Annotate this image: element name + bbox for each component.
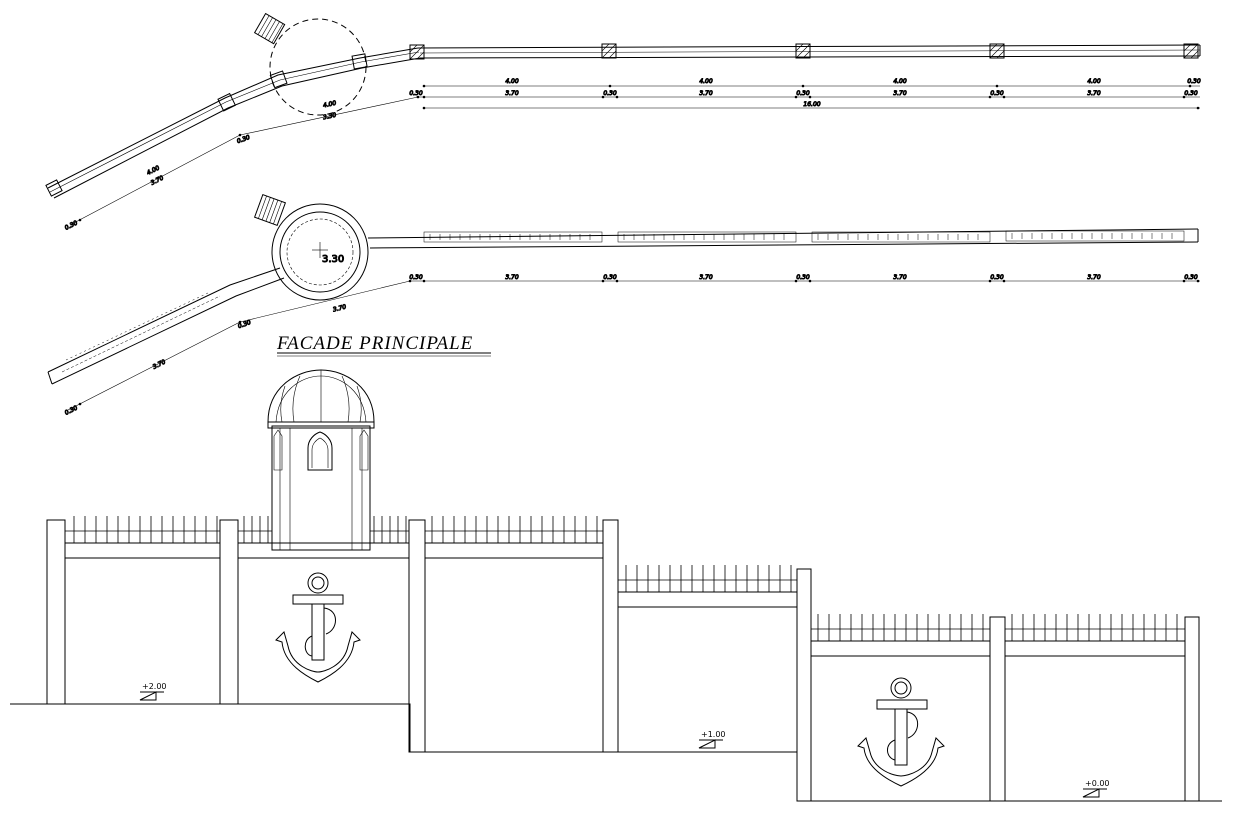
plan-top-diagonal-wall	[47, 47, 421, 199]
plan-bottom-dim-labels: 0.30 3.70 0.30 3.70 0.30 3.70 0.30 3.70 …	[63, 274, 1198, 418]
anchor-icon	[275, 572, 361, 683]
level-label: +1.00	[701, 730, 726, 739]
dim-label: 3.70	[505, 90, 519, 97]
dim-label: 3.30	[322, 112, 337, 122]
dim-label: 0.30	[1187, 78, 1201, 85]
level-marker: +0.00	[1082, 779, 1110, 798]
plan-bottom-tower-outer	[271, 203, 369, 301]
elevation: +2.00 +1.00 +0.00	[10, 369, 1222, 802]
dim-label: 0.30	[990, 90, 1004, 97]
dim-label: 0.30	[796, 90, 810, 97]
wall-section-2	[237, 369, 426, 753]
plan-top-dim-labels: 4.00 4.00 4.00 4.00 0.30 0.30 3.70 0.30 …	[63, 78, 1201, 233]
drawing-title: FACADE PRINCIPALE	[276, 333, 473, 354]
dim-label: 3.70	[1087, 90, 1101, 97]
level-marker: +1.00	[698, 730, 726, 749]
plan-top: 4.00 4.00 4.00 4.00 0.30 0.30 3.70 0.30 …	[45, 12, 1201, 233]
wall-section-6	[1004, 614, 1200, 802]
plan-bottom: 3.30 0.30 3.70 0.30 3.70 0.30 3.70 0.30 …	[47, 193, 1200, 418]
dim-label: 0.30	[409, 274, 423, 281]
guard-tower	[267, 369, 375, 551]
dim-label: 3.70	[699, 90, 713, 97]
dim-label: 3.70	[1087, 274, 1101, 281]
dim-label: 0.30	[990, 274, 1004, 281]
dim-label: 0.30	[1184, 274, 1198, 281]
level-marker: +2.00	[139, 682, 167, 701]
dim-label: 0.30	[603, 274, 617, 281]
tower-arched-window	[307, 431, 333, 471]
dim-label-total: 16.00	[803, 101, 820, 108]
plan-top-pillars	[45, 43, 1199, 197]
dim-label: 0.30	[796, 274, 810, 281]
plan-bottom-stair	[253, 193, 287, 227]
plan-bottom-diagonal-wall	[47, 267, 285, 385]
dim-label: 0.30	[237, 319, 252, 330]
plan-bottom-straight-wall	[367, 228, 1199, 239]
level-label: +0.00	[1085, 779, 1110, 788]
dim-label: 3.70	[893, 274, 907, 281]
fence-railing	[65, 516, 220, 543]
dim-label: 4.00	[699, 78, 713, 85]
plan-top-tower-circle	[269, 18, 367, 116]
wall-section-1	[46, 516, 239, 705]
wall-section-5	[810, 614, 1006, 802]
dim-label: 3.70	[505, 274, 519, 281]
plan-top-stair	[253, 12, 286, 45]
dim-label: 0.30	[64, 404, 79, 416]
level-label: +2.00	[142, 682, 167, 691]
dim-label: 0.30	[1184, 90, 1198, 97]
plan-top-straight-wall	[417, 44, 1201, 49]
tower-diameter-label: 3.30	[322, 254, 344, 265]
dim-label: 0.30	[409, 90, 423, 97]
dim-label: 3.70	[332, 303, 347, 313]
dim-label: 0.30	[603, 90, 617, 97]
anchor-icon	[857, 677, 945, 787]
dim-label: 3.70	[893, 90, 907, 97]
wall-section-3	[424, 516, 619, 753]
dim-label: 4.00	[1087, 78, 1101, 85]
wall-section-4	[617, 565, 812, 802]
dim-label: 4.00	[322, 100, 337, 110]
dim-label: 4.00	[505, 78, 519, 85]
plan-bottom-fence-panels	[65, 230, 1185, 361]
dim-label: 3.70	[699, 274, 713, 281]
dim-label: 4.00	[893, 78, 907, 85]
dim-label: 3.70	[150, 174, 165, 186]
